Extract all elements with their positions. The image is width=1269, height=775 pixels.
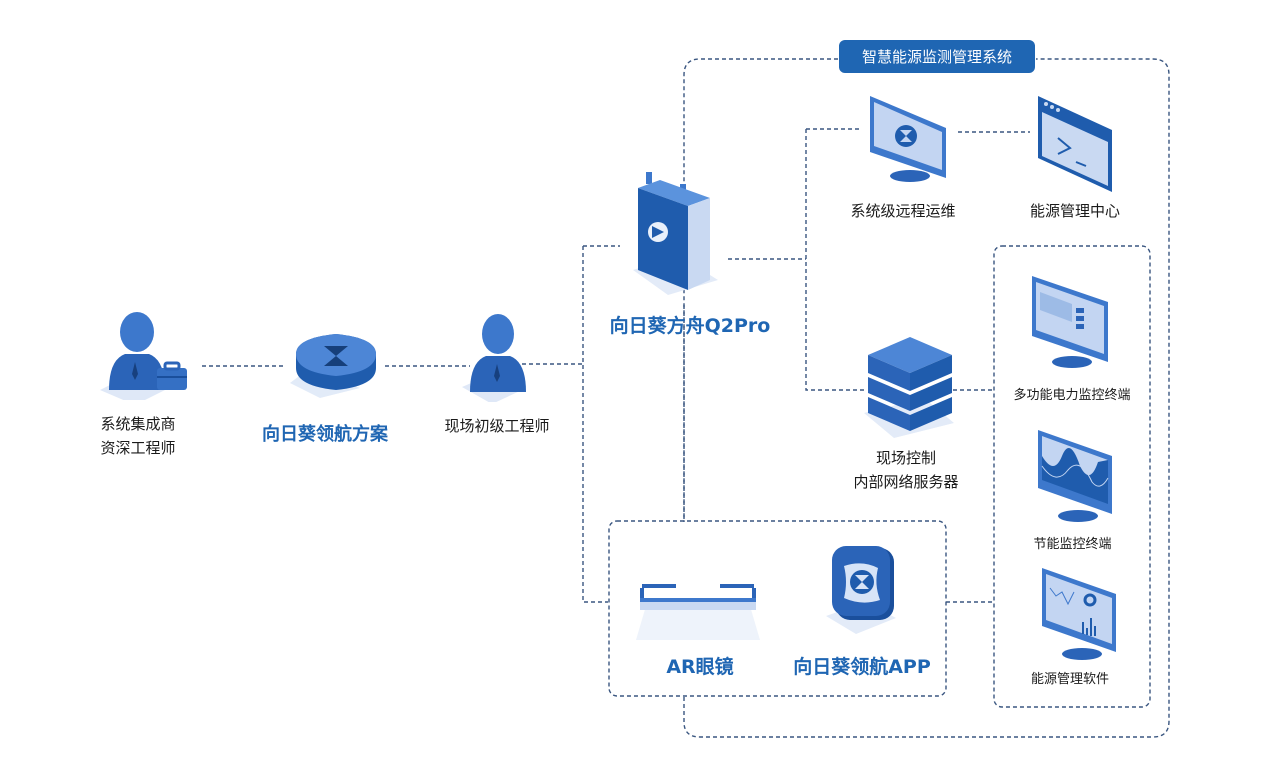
solution-label: 向日葵领航方案 <box>262 424 388 445</box>
energy-software-label: 能源管理软件 <box>1030 672 1109 687</box>
field-engineer-label: 现场初级工程师 <box>444 417 550 435</box>
server-label: 现场控制 内部网络服务器 <box>836 446 976 494</box>
system-title-badge: 智慧能源监测管理系统 <box>839 40 1035 73</box>
app-label: 向日葵领航APP <box>793 656 931 678</box>
analytics-monitor-icon <box>1038 566 1120 662</box>
saving-terminal-label: 节能监控终端 <box>1033 537 1112 552</box>
bus-vertical <box>582 246 608 603</box>
server-line2: 内部网络服务器 <box>853 473 959 491</box>
solution-puck-icon <box>290 328 382 398</box>
remote-ops-label: 系统级远程运维 <box>850 202 956 220</box>
server-line1: 现场控制 <box>875 449 936 467</box>
engineer-with-toolbox-icon <box>95 310 195 405</box>
monitor-icon <box>866 90 950 185</box>
integrator-line1: 系统集成商 <box>100 415 176 433</box>
app-icon <box>826 544 902 634</box>
server-stack-icon <box>864 333 956 438</box>
router-device-icon <box>628 170 728 295</box>
engineer-icon <box>462 312 532 404</box>
ar-glasses-icon <box>636 580 760 640</box>
power-terminal-label: 多功能电力监控终端 <box>1013 388 1131 403</box>
branch-vertical <box>805 129 864 391</box>
dashboard-monitor-icon <box>1028 272 1112 372</box>
energy-center-label: 能源管理中心 <box>1029 202 1120 220</box>
ar-glasses-label: AR眼镜 <box>666 656 734 678</box>
terminal-window-icon <box>1034 94 1118 194</box>
integrator-label: 系统集成商 资深工程师 <box>78 412 198 460</box>
waveform-monitor-icon <box>1034 426 1116 526</box>
gateway-label: 向日葵方舟Q2Pro <box>609 315 771 337</box>
integrator-line2: 资深工程师 <box>100 439 176 457</box>
